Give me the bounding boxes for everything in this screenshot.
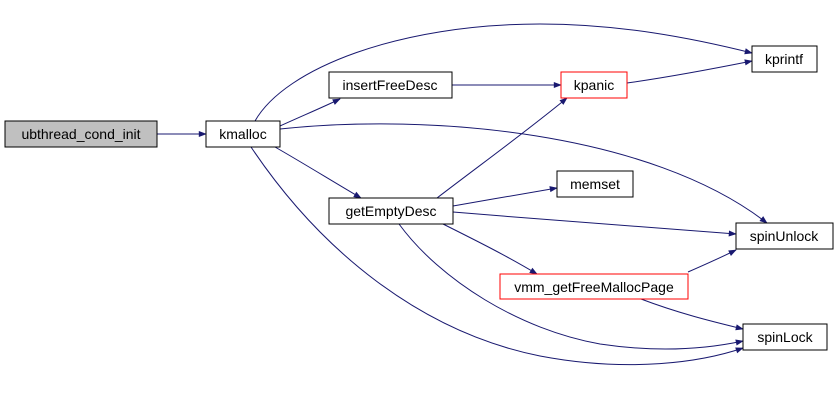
node-vmm_getFreeMallocPage-label: vmm_getFreeMallocPage bbox=[514, 279, 674, 295]
node-kprintf[interactable]: kprintf bbox=[751, 45, 818, 73]
edge-kpanic-to-kprintf bbox=[626, 59, 753, 84]
node-kpanic[interactable]: kpanic bbox=[560, 71, 628, 99]
node-getEmptyDesc-box[interactable] bbox=[328, 197, 454, 225]
node-memset[interactable]: memset bbox=[556, 170, 634, 198]
node-kpanic-box[interactable] bbox=[560, 71, 628, 99]
node-memset-box[interactable] bbox=[556, 170, 634, 198]
node-kprintf-label: kprintf bbox=[765, 51, 803, 67]
edge-getEmptyDesc-to-spinUnlock bbox=[452, 211, 737, 237]
node-insertFreeDesc[interactable]: insertFreeDesc bbox=[328, 71, 453, 99]
node-spinUnlock-box[interactable] bbox=[735, 222, 834, 250]
edge-kmalloc-to-kprintf bbox=[254, 23, 753, 122]
node-kmalloc-label: kmalloc bbox=[219, 126, 266, 142]
node-kpanic-label: kpanic bbox=[574, 77, 614, 93]
node-ubthread_cond_init[interactable]: ubthread_cond_init bbox=[4, 120, 158, 148]
node-insertFreeDesc-box[interactable] bbox=[328, 71, 453, 99]
node-vmm_getFreeMallocPage-box[interactable] bbox=[499, 273, 689, 300]
node-spinUnlock-label: spinUnlock bbox=[750, 228, 819, 244]
node-vmm_getFreeMallocPage[interactable]: vmm_getFreeMallocPage bbox=[499, 273, 689, 300]
edge-getEmptyDesc-to-spinLock bbox=[398, 223, 744, 350]
node-memset-label: memset bbox=[570, 176, 620, 192]
node-kmalloc-box[interactable] bbox=[205, 120, 281, 148]
node-spinLock-label: spinLock bbox=[757, 329, 813, 345]
edge-vmm_getFreeMallocPage-to-spinLock bbox=[640, 298, 744, 331]
edge-group bbox=[157, 23, 768, 366]
edge-vmm_getFreeMallocPage-to-spinUnlock bbox=[687, 249, 737, 273]
node-getEmptyDesc[interactable]: getEmptyDesc bbox=[328, 197, 454, 225]
node-spinLock-box[interactable] bbox=[742, 323, 828, 351]
edge-getEmptyDesc-to-memset bbox=[452, 186, 558, 207]
node-ubthread_cond_init-label: ubthread_cond_init bbox=[21, 126, 140, 142]
node-spinUnlock[interactable]: spinUnlock bbox=[735, 222, 834, 250]
node-kmalloc[interactable]: kmalloc bbox=[205, 120, 281, 148]
node-spinLock[interactable]: spinLock bbox=[742, 323, 828, 351]
edge-getEmptyDesc-to-vmm_getFreeMallocPage bbox=[442, 223, 538, 275]
edge-getEmptyDesc-to-kpanic bbox=[436, 97, 568, 199]
node-ubthread_cond_init-box[interactable] bbox=[4, 120, 158, 148]
edge-kmalloc-to-getEmptyDesc bbox=[274, 146, 362, 199]
edge-kmalloc-to-spinUnlock bbox=[279, 123, 768, 224]
node-getEmptyDesc-label: getEmptyDesc bbox=[345, 203, 436, 219]
node-kprintf-box[interactable] bbox=[751, 45, 818, 73]
edge-kmalloc-to-spinLock bbox=[250, 146, 744, 366]
edge-kmalloc-to-insertFreeDesc bbox=[279, 98, 341, 127]
node-insertFreeDesc-label: insertFreeDesc bbox=[343, 77, 438, 93]
